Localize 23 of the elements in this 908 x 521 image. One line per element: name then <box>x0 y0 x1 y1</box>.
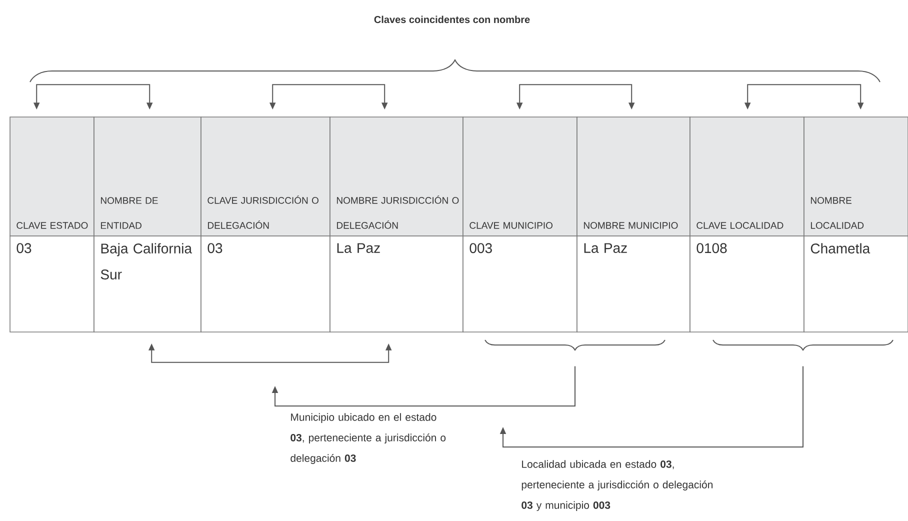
title: Claves coincidentes con nombre <box>374 16 530 24</box>
table-header-cell: NOMBRE LOCALIDAD <box>804 116 908 236</box>
table-cell: 03 <box>200 236 330 332</box>
table-header-cell: CLAVE JURISDICCIÓN O DELEGACIÓN <box>200 116 330 236</box>
table-cell: 003 <box>462 236 578 332</box>
table-cell: 0108 <box>690 236 804 332</box>
table-header-cell: CLAVE ESTADO <box>10 116 94 236</box>
arrow <box>272 366 576 406</box>
note: Municipio ubicado en el estado 03, perteneciente a jurisdicción o delegación 03 <box>290 413 446 464</box>
table-cell: La Paz <box>330 236 464 332</box>
note: Localidad ubicada en estado 03, perteneciente a jurisdicción o delegación 03 y municipio 003 <box>522 460 713 511</box>
table-header-cell: NOMBRE DE ENTIDAD <box>94 116 202 236</box>
table-cell: Chametla <box>804 236 908 332</box>
table-header-cell: CLAVE MUNICIPIO <box>462 116 578 236</box>
table-header-cell: CLAVE LOCALIDAD <box>690 116 804 236</box>
brace <box>712 339 894 350</box>
table-cell: La Paz <box>576 236 690 332</box>
table-header-cell: NOMBRE MUNICIPIO <box>576 116 690 236</box>
brace <box>484 339 666 350</box>
arrow <box>500 366 804 448</box>
table-cell: Baja California Sur <box>94 236 202 332</box>
table-header-cell: NOMBRE JURISDICCIÓN O DELEGACIÓN <box>330 116 464 236</box>
table-cell: 03 <box>10 236 94 332</box>
